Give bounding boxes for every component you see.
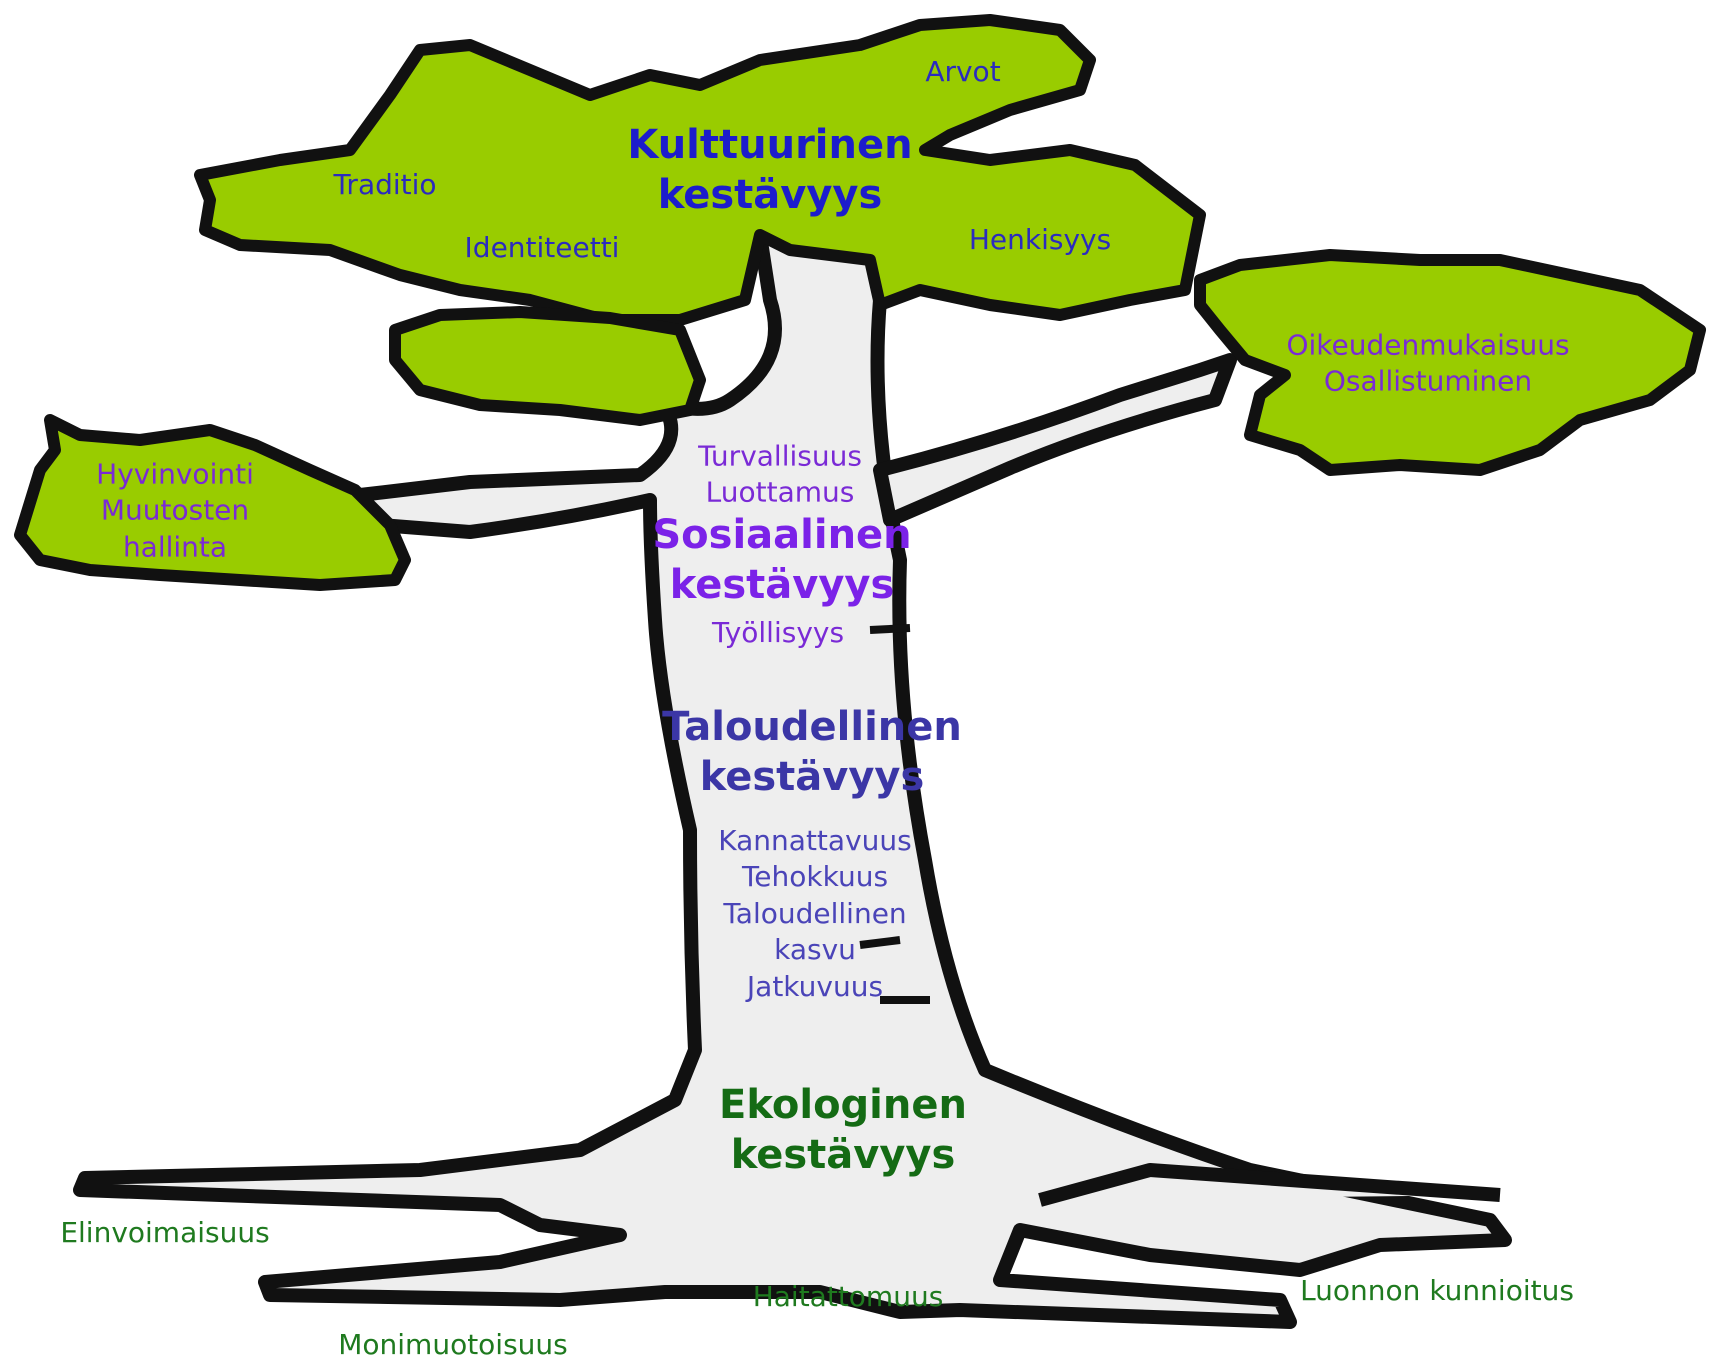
economic-sustainability-heading: Taloudellinen kestävyys: [662, 702, 962, 802]
canopy-left: [14, 414, 411, 591]
tree-trunk: [73, 228, 1512, 1329]
heading-line: Kulttuurinen: [627, 122, 913, 168]
heading-line: kestävyys: [669, 562, 895, 608]
label-osallistuminen: Osallistuminen: [1323, 365, 1533, 398]
bark-marks: [859, 624, 930, 1004]
label-hallinta: hallinta: [122, 530, 228, 564]
label-muutosten: Muutosten: [100, 493, 250, 527]
heading-line: kestävyys: [699, 754, 925, 800]
label-identiteetti: Identiteetti: [464, 230, 620, 264]
cultural-sustainability-heading: Kulttuurinen kestävyys: [627, 120, 912, 220]
tree-foliage: [14, 14, 1706, 591]
economic-items: Kannattavuus Tehokkuus Taloudellinen kas…: [718, 823, 911, 1005]
label-haitattomuus: Haitattomuus: [752, 1279, 944, 1313]
label-luottamus: Luottamus: [705, 476, 855, 509]
label-jatkuvuus: Jatkuvuus: [746, 969, 884, 1003]
label-arvot: Arvot: [925, 54, 1001, 88]
social-right-branch-labels: Oikeudenmukaisuus Osallistuminen: [1286, 328, 1569, 401]
social-trunk-labels: Turvallisuus Luottamus: [698, 439, 862, 512]
social-left-branch-labels: Hyvinvointi Muutosten hallinta: [96, 456, 254, 565]
label-taloudellinen: Taloudellinen: [723, 896, 907, 930]
label-hyvinvointi: Hyvinvointi: [96, 457, 254, 491]
social-sustainability-heading: Sosiaalinen kestävyys: [652, 510, 911, 610]
label-tyollisyys: Työllisyys: [711, 615, 845, 649]
canopy-right: [1194, 249, 1706, 476]
label-elinvoimaisuus: Elinvoimaisuus: [60, 1215, 270, 1249]
label-luonnon-kunnioitus: Luonnon kunnioitus: [1300, 1273, 1574, 1307]
heading-line: kestävyys: [657, 172, 883, 218]
heading-line: kestävyys: [730, 1132, 956, 1178]
label-kasvu: kasvu: [774, 933, 856, 967]
label-traditio: Traditio: [333, 167, 437, 201]
label-oikeudenmukaisuus: Oikeudenmukaisuus: [1286, 328, 1570, 362]
label-turvallisuus: Turvallisuus: [698, 439, 862, 473]
canopy-top: [194, 14, 1206, 326]
label-henkisyys: Henkisyys: [968, 222, 1112, 256]
ecological-sustainability-heading: Ekologinen kestävyys: [719, 1080, 967, 1180]
heading-line: Sosiaalinen: [652, 512, 912, 558]
canopy-mid-left: [389, 306, 706, 426]
label-kannattavuus: Kannattavuus: [718, 824, 912, 858]
heading-line: Ekologinen: [719, 1082, 967, 1128]
label-tehokkuus: Tehokkuus: [741, 860, 889, 894]
heading-line: Taloudellinen: [662, 704, 962, 750]
label-monimuotoisuus: Monimuotoisuus: [338, 1327, 568, 1361]
